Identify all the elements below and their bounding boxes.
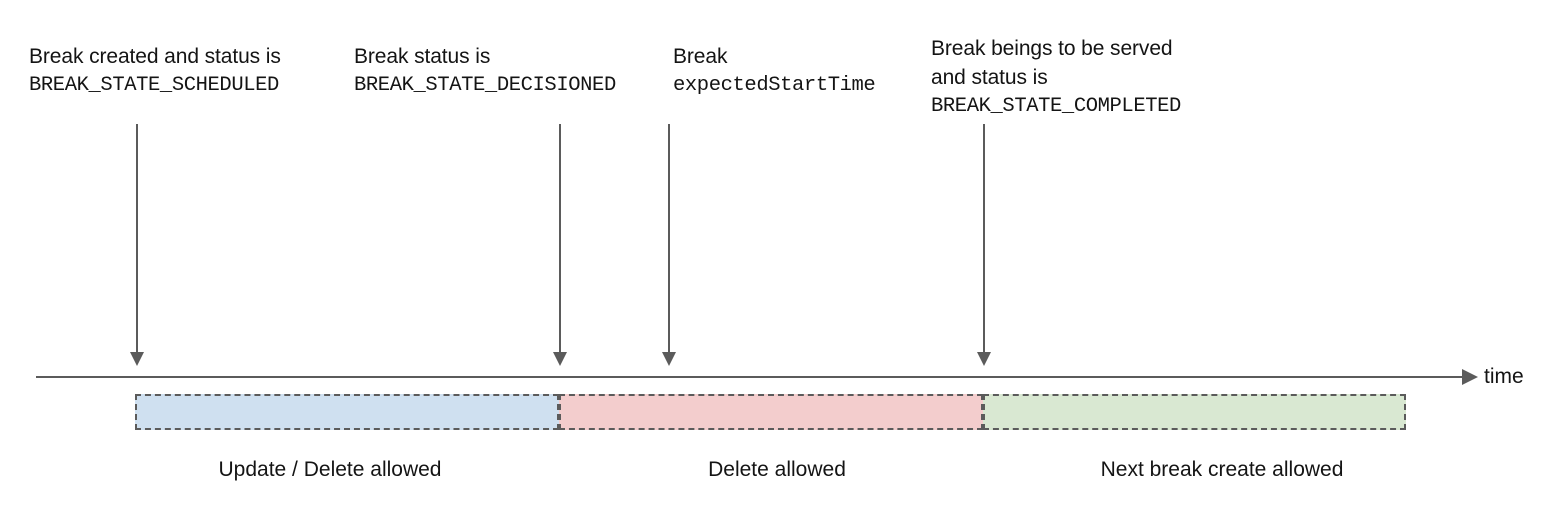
annotation-completed-line-1: Break beings to be served xyxy=(931,37,1173,60)
annotation-decisioned: Break status is BREAK_STATE_DECISIONED xyxy=(354,42,616,100)
annotation-decisioned-line-2: BREAK_STATE_DECISIONED xyxy=(354,74,616,97)
arrow-head xyxy=(553,352,567,366)
annotation-scheduled: Break created and status is BREAK_STATE_… xyxy=(29,42,281,100)
annotation-completed: Break beings to be served and status is … xyxy=(931,34,1181,121)
phase-bar-update-delete xyxy=(135,394,559,430)
annotation-expected-start-time-line-2: expectedStartTime xyxy=(673,74,876,97)
annotation-expected-start-time: Break expectedStartTime xyxy=(673,42,876,100)
caption-update-delete: Update / Delete allowed xyxy=(218,458,442,481)
arrow-down-icon-completed xyxy=(977,124,991,366)
arrow-shaft xyxy=(983,124,985,353)
annotation-completed-line-2: and status is xyxy=(931,66,1048,89)
caption-delete: Delete allowed xyxy=(708,458,846,481)
arrow-shaft xyxy=(559,124,561,353)
arrow-down-icon-scheduled xyxy=(130,124,144,366)
arrow-shaft xyxy=(136,124,138,353)
phase-bar-next-break xyxy=(983,394,1406,430)
phase-bar-delete xyxy=(559,394,983,430)
arrow-head xyxy=(662,352,676,366)
arrow-down-icon-decisioned xyxy=(553,124,567,366)
arrow-right-icon xyxy=(1462,369,1478,385)
annotation-scheduled-line-2: BREAK_STATE_SCHEDULED xyxy=(29,74,279,97)
caption-next-break: Next break create allowed xyxy=(1100,458,1344,481)
time-axis-line xyxy=(36,376,1470,378)
annotation-expected-start-time-line-1: Break xyxy=(673,45,728,68)
annotation-scheduled-line-1: Break created and status is xyxy=(29,45,281,68)
arrow-head xyxy=(977,352,991,366)
arrow-shaft xyxy=(668,124,670,353)
arrow-head xyxy=(130,352,144,366)
annotation-completed-line-3: BREAK_STATE_COMPLETED xyxy=(931,95,1181,118)
arrow-down-icon-expected-start-time xyxy=(662,124,676,366)
time-axis-label: time xyxy=(1484,365,1524,388)
annotation-decisioned-line-1: Break status is xyxy=(354,45,491,68)
